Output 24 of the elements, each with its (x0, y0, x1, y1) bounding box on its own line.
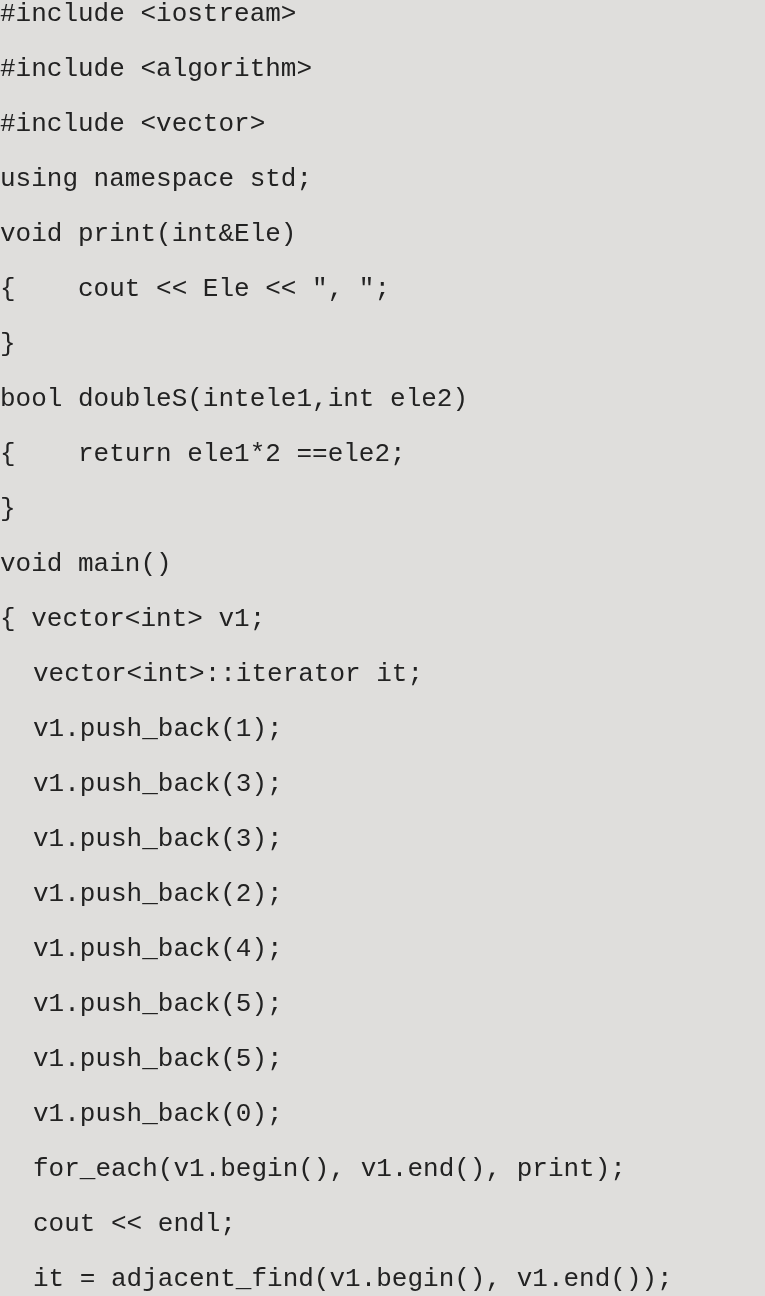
code-line: #include <algorithm> (0, 53, 313, 85)
code-line: bool doubleS(intele1,int ele2) (0, 383, 469, 415)
code-line: { vector<int> v1; (0, 603, 266, 635)
code-line: } (0, 328, 16, 360)
code-line: #include <iostream> (0, 0, 297, 30)
code-line: #include <vector> (0, 108, 266, 140)
code-line: v1.push_back(5); (33, 1043, 283, 1075)
code-line: v1.push_back(0); (33, 1098, 283, 1130)
code-line: { cout << Ele << ", "; (0, 273, 391, 305)
code-line: using namespace std; (0, 163, 313, 195)
code-line: for_each(v1.begin(), v1.end(), print); (33, 1153, 626, 1185)
code-line: v1.push_back(3); (33, 823, 283, 855)
code-line: { return ele1*2 ==ele2; (0, 438, 406, 470)
code-line: v1.push_back(4); (33, 933, 283, 965)
code-line: v1.push_back(1); (33, 713, 283, 745)
code-line: cout << endl; (33, 1208, 236, 1240)
code-line: vector<int>::iterator it; (33, 658, 424, 690)
code-line: v1.push_back(3); (33, 768, 283, 800)
code-line: v1.push_back(2); (33, 878, 283, 910)
code-line: void print(int&Ele) (0, 218, 297, 250)
code-line: it = adjacent_find(v1.begin(), v1.end()); (33, 1263, 673, 1295)
code-line: } (0, 493, 16, 525)
code-line: void main() (0, 548, 172, 580)
code-line: v1.push_back(5); (33, 988, 283, 1020)
